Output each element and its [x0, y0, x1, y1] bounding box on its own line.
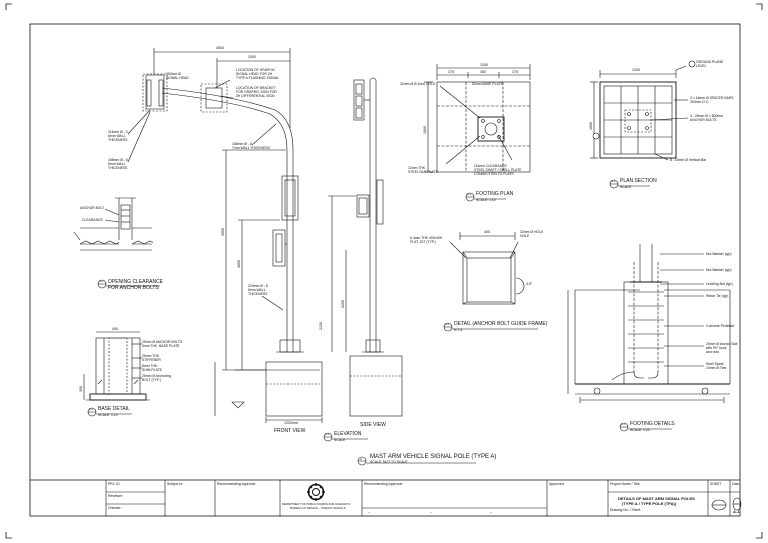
tb-foot-2: -- — [430, 510, 433, 514]
tb-foot-1: -- — [368, 510, 371, 514]
main-marker-label: A — [360, 457, 363, 461]
callout-ftg-1: Nut Washer (typ) — [706, 252, 732, 256]
dim-bd-400: 400 — [112, 327, 118, 331]
base-marker-label: A-1 — [89, 408, 94, 411]
tb-reviewer: Reviewer: — [108, 494, 124, 498]
callout-plate-thk: 52mm BASE PLATE — [472, 82, 503, 86]
dim-elev-3600: 3600 — [237, 260, 241, 268]
dim-plate-1000: 1000 — [423, 126, 427, 134]
tb-project-name: Project Name / Title — [610, 482, 640, 486]
tb-recommending-1: Recommending Approval: — [217, 482, 256, 486]
tb-date: Date — [732, 482, 740, 486]
callout-ftg-5: Concrete Pedestal — [706, 324, 734, 328]
opening-marker-label: A-1 — [99, 280, 104, 283]
tb-agency-2: BUREAU OF DESIGN – TRAFFIC SIGNALS — [290, 506, 346, 510]
dim-plate-375b: 375 — [512, 70, 518, 74]
tb-drawing-no: Drawing No. / Sheet — [610, 508, 641, 512]
dim-2000: 2000 — [248, 55, 256, 59]
dim-4500: 4500 — [216, 46, 224, 50]
section-marker-icon — [87, 60, 709, 466]
callout-ftg-3: Leveling Nut (typ) — [706, 282, 733, 286]
tb-sheet-title-2: (TYPE A / TYPE POLE (TPA)) — [622, 501, 677, 506]
callout-clearance: CLEARANCE — [82, 218, 103, 222]
dim-plate-1250: 1250 — [480, 63, 488, 67]
callout-ftg-2: Nut Washer (typ) — [706, 268, 732, 272]
callout-frame-rad: 4.5° — [526, 282, 533, 286]
tb-foot-3: -- — [490, 510, 493, 514]
dim-plate-375a: 375 — [448, 70, 454, 74]
main-title: MAST ARM VEHICLE SIGNAL POLE (TYPE A)SCA… — [370, 454, 497, 464]
footing-details-marker-label: A-1 — [621, 423, 626, 426]
dim-side-2130: 2130 — [319, 322, 323, 330]
tb-sheet: SHEET — [710, 482, 722, 486]
callout-ftg-4: Rebar Tie (typ) — [706, 294, 729, 298]
tb-approved: Approved: — [549, 482, 565, 486]
tb-agency-1: DEPARTMENT OF PUBLIC WORKS AND HIGHWAYS — [282, 502, 351, 506]
dim-bd-300: 300 — [79, 386, 83, 392]
callout-anchor-bolt: ANCHOR BOLT — [80, 206, 105, 210]
dpwh-seal-icon — [307, 483, 325, 501]
dim-plate-450: 450 — [480, 70, 486, 74]
detail-marker-label: A-1 — [445, 323, 450, 326]
tb-sheet-number: A-1 — [733, 509, 740, 514]
north-arrow-icon — [711, 497, 742, 511]
callout-plate-hole: 32mm Ø Ø 1mm HOLE — [400, 82, 436, 86]
detail-title: DETAIL (ANCHOR BOLT GUIDE FRAME)N.T.S — [454, 321, 548, 332]
elevation-marker-label: A-1 — [325, 433, 330, 436]
dim-elev-3000: 3000 — [221, 228, 225, 236]
dim-fv-1200: 1200mm — [284, 421, 298, 425]
plan-section-marker-label: A-1 — [611, 180, 616, 183]
callout-bd-3: 8mm THK.SHIM PLATE — [142, 364, 162, 372]
tb-project-id: PRJ. ID — [108, 482, 120, 486]
callout-plan-vert: 8 - 16mm Ø Vertical Bar — [670, 158, 707, 162]
dim-plan-1000: 1000 — [589, 122, 593, 130]
tb-checker: Checker: — [108, 506, 122, 510]
dim-plan-1200: 1200 — [632, 68, 640, 72]
dim-side-3200: 3200 — [341, 300, 345, 308]
side-view-title: SIDE VIEW — [360, 422, 386, 428]
footing-plan-marker-label: A-1 — [467, 193, 472, 196]
tb-subject: Subject to: — [167, 482, 184, 486]
tb-recommending-2: Recommending Approval: — [364, 482, 403, 486]
dim-frame-400: 400 — [484, 230, 490, 234]
tb-sheet-title-1: DETAILS OF MAST ARM SIGNAL POLES — [618, 496, 695, 501]
front-view-title: FRONT VIEW — [274, 428, 306, 434]
